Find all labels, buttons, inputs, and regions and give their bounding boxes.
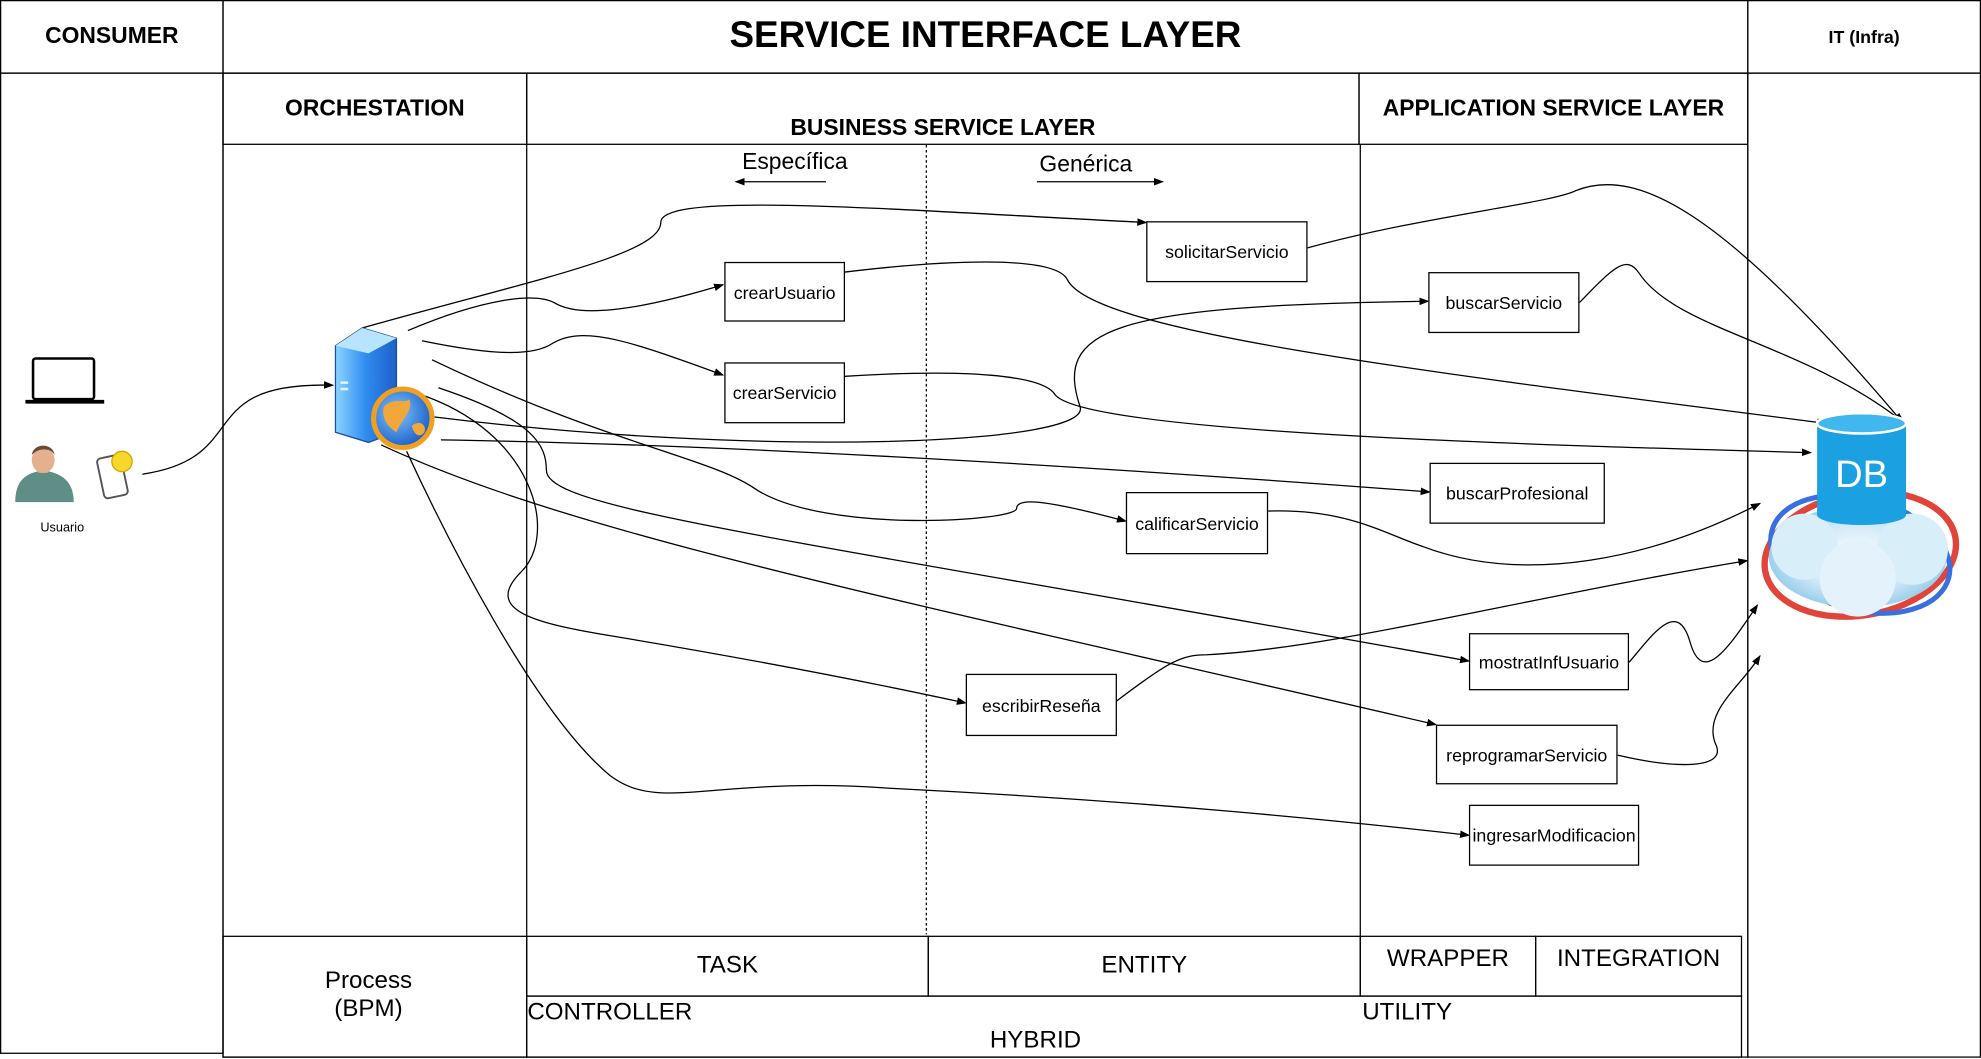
- mobile-phone-icon: [96, 450, 133, 500]
- controller-label: CONTROLLER: [527, 999, 693, 1026]
- hybrid-label: HYBRID: [989, 1027, 1082, 1054]
- connector-crearUsuario-db: [844, 261, 1828, 426]
- connector-crearUsuario: [407, 283, 725, 332]
- db-label: DB: [1835, 453, 1889, 496]
- connector-reprogramarServicio-db: [1617, 654, 1761, 766]
- laptop-icon: [25, 357, 105, 404]
- connector-buscarProfesional: [440, 439, 1431, 496]
- application-service-header-cell: [1358, 72, 1749, 145]
- utility-label: UTILITY: [1362, 999, 1453, 1026]
- application-service-header: APPLICATION SERVICE LAYER: [1382, 95, 1725, 121]
- web-server-icon: [334, 327, 435, 451]
- service-escribirResena[interactable]: escribirReseña: [965, 673, 1117, 737]
- connector-solicitarServicio-db: [1307, 184, 1904, 424]
- integration-cell: INTEGRATION: [1535, 935, 1743, 997]
- service-calificarServicio[interactable]: calificarServicio: [1125, 491, 1269, 555]
- connector-reprogramarServicio: [380, 444, 1438, 727]
- connector-solicitarServicio: [361, 204, 1148, 329]
- entity-label: ENTITY: [1101, 952, 1188, 979]
- service-buscarServicio[interactable]: buscarServicio: [1428, 272, 1580, 334]
- entity-cell: ENTITY: [927, 935, 1361, 997]
- connector-escribirResena: [419, 393, 967, 705]
- connector-calificarServicio: [431, 359, 1128, 523]
- business-service-header: BUSINESS SERVICE LAYER: [790, 114, 1096, 140]
- process-label: Process (BPM): [324, 967, 413, 1023]
- connector-user-server: [142, 381, 335, 475]
- connector-crearServicio-db: [844, 372, 1813, 457]
- service-reprogramarServicio[interactable]: reprogramarServicio: [1435, 724, 1618, 785]
- task-label: TASK: [696, 952, 759, 979]
- orchestation-header: ORCHESTATION: [285, 95, 465, 121]
- connector-mostratInfUsuario-db: [1628, 604, 1759, 663]
- service-solicitarServicio[interactable]: solicitarServicio: [1146, 221, 1308, 283]
- generica-label: Genérica: [1039, 151, 1133, 177]
- connectors: [142, 184, 1906, 839]
- connector-escribirResena-db: [1115, 558, 1749, 703]
- connector-crearServicio: [421, 335, 725, 376]
- service-crearUsuario[interactable]: crearUsuario: [724, 261, 846, 322]
- it-infra-header: IT (Infra): [1828, 26, 1900, 48]
- integration-label: INTEGRATION: [1556, 945, 1721, 973]
- wrapper-label: WRAPPER: [1386, 945, 1509, 973]
- database-cloud-icon: [1761, 411, 1960, 620]
- service-mostratInfUsuario[interactable]: mostratInfUsuario: [1468, 633, 1630, 691]
- connector-mostratInfUsuario: [438, 387, 1471, 664]
- especifica-label: Específica: [742, 148, 848, 175]
- task-cell: TASK: [526, 935, 929, 997]
- consumer-header: CONSUMER: [45, 22, 179, 49]
- controller-utility-cell: [526, 995, 1743, 1058]
- user-avatar-icon: [15, 445, 74, 503]
- user-label: Usuario: [40, 521, 85, 536]
- service-ingresarModificacion[interactable]: ingresarModificacion: [1468, 804, 1640, 866]
- service-buscarProfesional[interactable]: buscarProfesional: [1429, 462, 1605, 524]
- service-interface-header: SERVICE INTERFACE LAYER: [729, 15, 1242, 56]
- service-crearServicio[interactable]: crearServicio: [724, 362, 846, 424]
- connector-buscarServicio-db: [1579, 263, 1906, 425]
- connector-buscarServicio: [434, 297, 1430, 443]
- connector-ingresarModificacion: [406, 451, 1471, 839]
- wrapper-cell: WRAPPER: [1359, 935, 1537, 997]
- connector-calificarServicio-db: [1268, 502, 1762, 566]
